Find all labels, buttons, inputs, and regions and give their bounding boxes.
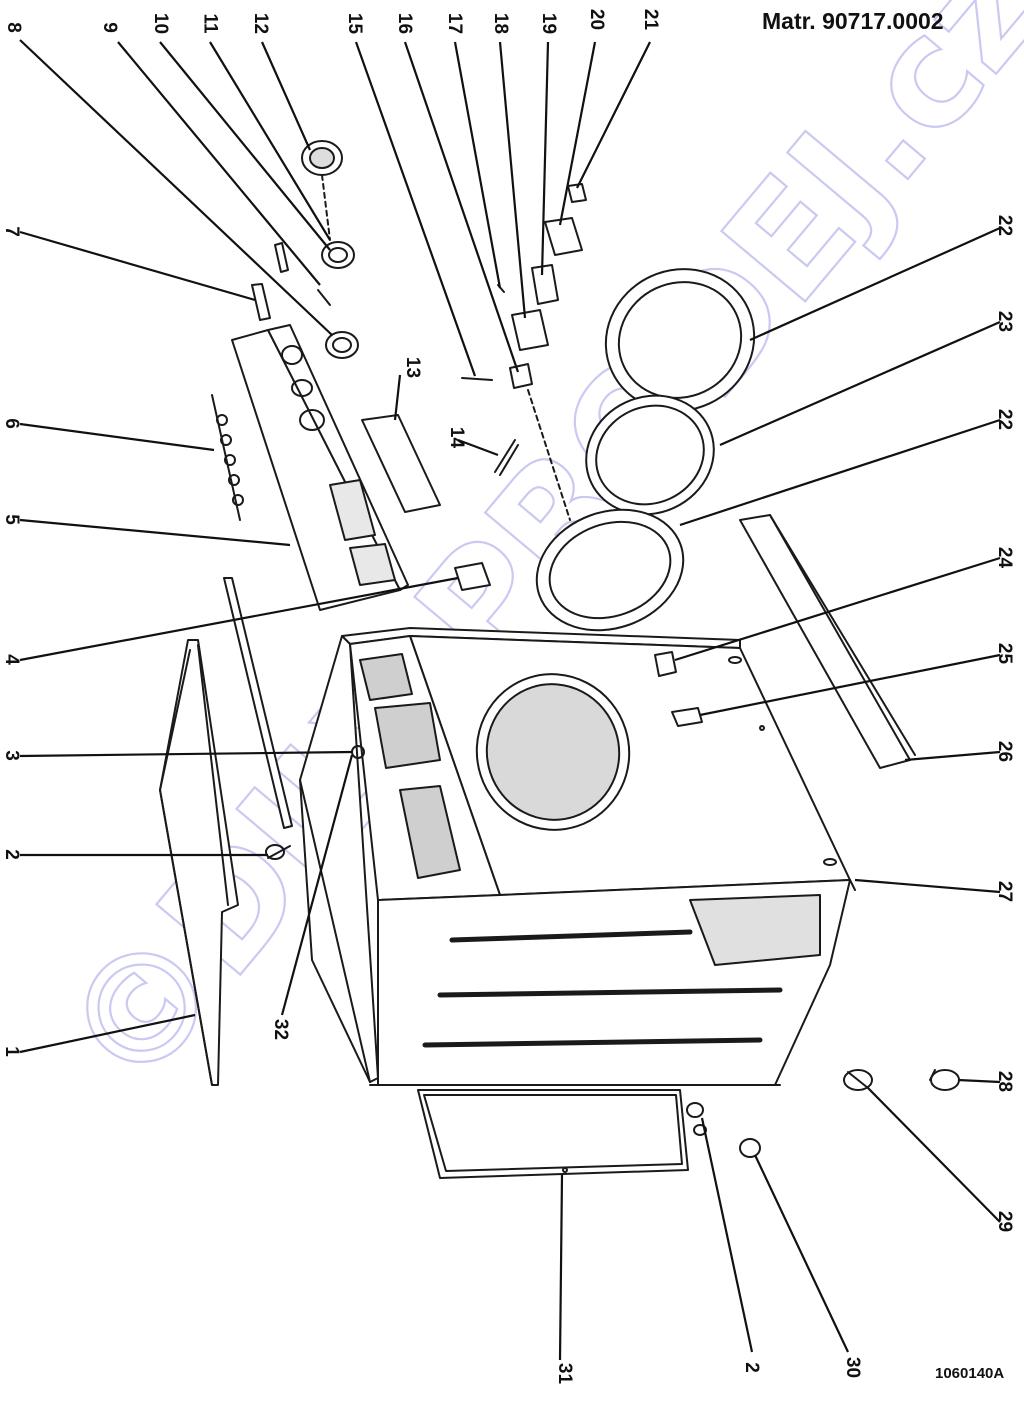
hinge-part-16: [509, 363, 533, 389]
callout-23: 23: [994, 310, 1016, 333]
clip-part-30: [739, 1138, 761, 1158]
callout-3: 3: [0, 750, 22, 761]
callout-10: 10: [150, 12, 172, 35]
panel-strip-part-7: [251, 283, 271, 321]
callout-8: 8: [2, 22, 24, 33]
base-plate-part-31: [417, 1089, 689, 1179]
callout-11: 11: [199, 13, 221, 34]
callout-29: 29: [994, 1210, 1016, 1233]
callout-31: 31: [554, 1362, 576, 1385]
callout-14: 14: [446, 426, 468, 449]
callout-13: 13: [402, 356, 424, 379]
rear-panel-part-1: [159, 639, 239, 1086]
callout-2-lower: 2: [740, 1362, 762, 1373]
callout-2-upper: 2: [0, 849, 22, 860]
callout-30: 30: [842, 1356, 864, 1379]
door-glass-part-23: [585, 394, 715, 516]
door-frame-part-22-inner: [535, 508, 685, 632]
callout-32: 32: [270, 1018, 292, 1041]
button-strip-part-6: [211, 394, 244, 521]
latch-part-18: [511, 309, 549, 351]
hinge-part-25: [671, 707, 703, 727]
plate-part-13: [361, 414, 441, 513]
callout-16: 16: [394, 12, 416, 35]
callout-1: 1: [0, 1046, 22, 1057]
strip-part-3: [223, 577, 293, 829]
foot-part-28: [929, 1069, 960, 1091]
clip-part-21: [567, 183, 587, 203]
callout-5: 5: [0, 514, 22, 525]
callout-27: 27: [994, 880, 1016, 903]
callout-22-lower: 22: [994, 408, 1016, 431]
callout-18: 18: [490, 12, 512, 35]
callout-9: 9: [98, 22, 120, 33]
callout-17: 17: [444, 12, 466, 35]
pin-part-15: [461, 377, 493, 381]
cabinet-part-27: [299, 627, 856, 1086]
leader-lines: [19, 39, 1001, 1361]
spindle-part-9: [274, 242, 289, 273]
callout-19: 19: [538, 12, 560, 35]
handle-part-20: [544, 217, 583, 256]
callout-28: 28: [994, 1070, 1016, 1093]
clip-part-10: [317, 289, 331, 306]
lever-part-14: [494, 439, 519, 476]
material-number: Matr. 90717.0002: [762, 8, 944, 34]
bracket-part-4: [454, 562, 491, 591]
knob-part-11: [321, 241, 355, 269]
door-frame-part-22-outer: [604, 268, 756, 412]
callout-24: 24: [994, 546, 1016, 569]
bracket-part-19: [531, 264, 559, 305]
spring-part-2-lower: [686, 1102, 707, 1136]
foot-part-29: [843, 1069, 873, 1091]
callout-25: 25: [994, 642, 1016, 665]
knob-part-8: [325, 331, 359, 359]
callout-26: 26: [994, 740, 1016, 763]
callout-4: 4: [0, 654, 22, 665]
callout-7: 7: [0, 226, 22, 237]
callout-21: 21: [640, 8, 662, 31]
callout-15: 15: [344, 12, 366, 35]
callout-12: 12: [250, 12, 272, 35]
fitting-part-2: [265, 844, 291, 860]
callout-6: 6: [0, 418, 22, 429]
hinge-part-24: [654, 651, 677, 677]
drawing-code: 1060140A: [935, 1365, 1005, 1382]
callout-20: 20: [586, 8, 608, 31]
control-panel-part-5: [231, 324, 409, 611]
callout-22-upper: 22: [994, 214, 1016, 237]
